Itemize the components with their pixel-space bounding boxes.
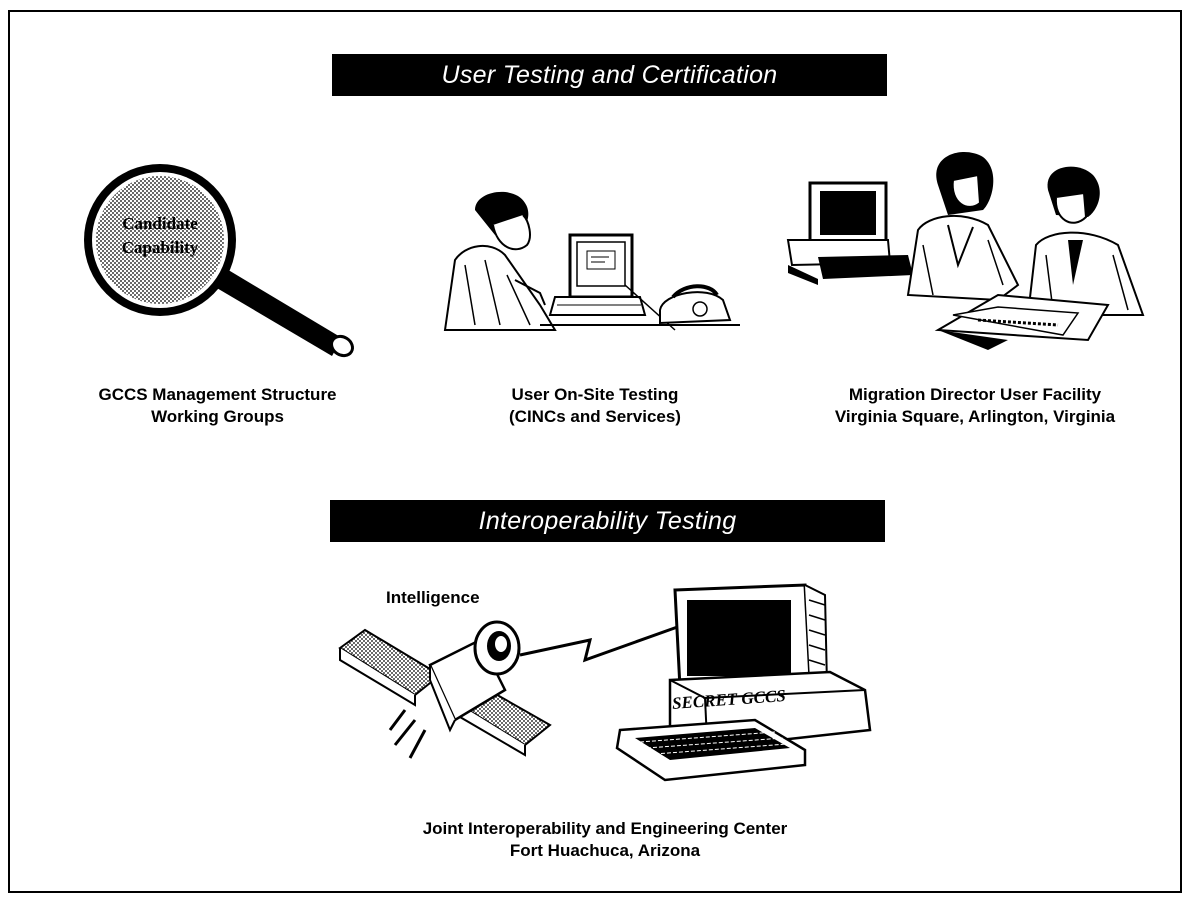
caption-migration: Migration Director User Facility Virgini… xyxy=(790,384,1160,428)
caption-onsite-line1: User On-Site Testing xyxy=(511,385,679,404)
caption-gccs: GCCS Management Structure Working Groups xyxy=(40,384,395,428)
magnifier-icon xyxy=(84,164,354,358)
caption-migration-line1: Migration Director User Facility xyxy=(848,385,1102,404)
caption-onsite-line2: (CINCs and Services) xyxy=(509,407,681,426)
satellite-computer-illustration xyxy=(338,583,872,782)
caption-jiec-line2: Fort Huachuca, Arizona xyxy=(509,841,701,860)
intelligence-label: Intelligence xyxy=(386,588,480,607)
caption-gccs-line2: Working Groups xyxy=(151,407,284,426)
caption-onsite: User On-Site Testing (CINCs and Services… xyxy=(450,384,740,428)
caption-gccs-line1: GCCS Management Structure xyxy=(98,385,337,404)
diagram-frame xyxy=(8,10,1182,893)
banner-user-testing: User Testing and Certification xyxy=(332,54,887,96)
caption-jiec: Joint Interoperability and Engineering C… xyxy=(300,818,910,862)
caption-migration-line2: Virginia Square, Arlington, Virginia xyxy=(834,407,1116,426)
user-testing-illustration xyxy=(443,191,740,331)
magnifier-label-line2: Capability xyxy=(121,238,199,257)
magnifier-label-line1: Candidate xyxy=(122,214,198,233)
migration-facility-illustration xyxy=(786,152,1145,350)
banner-interoperability: Interoperability Testing xyxy=(330,500,885,542)
caption-jiec-line1: Joint Interoperability and Engineering C… xyxy=(422,819,788,838)
